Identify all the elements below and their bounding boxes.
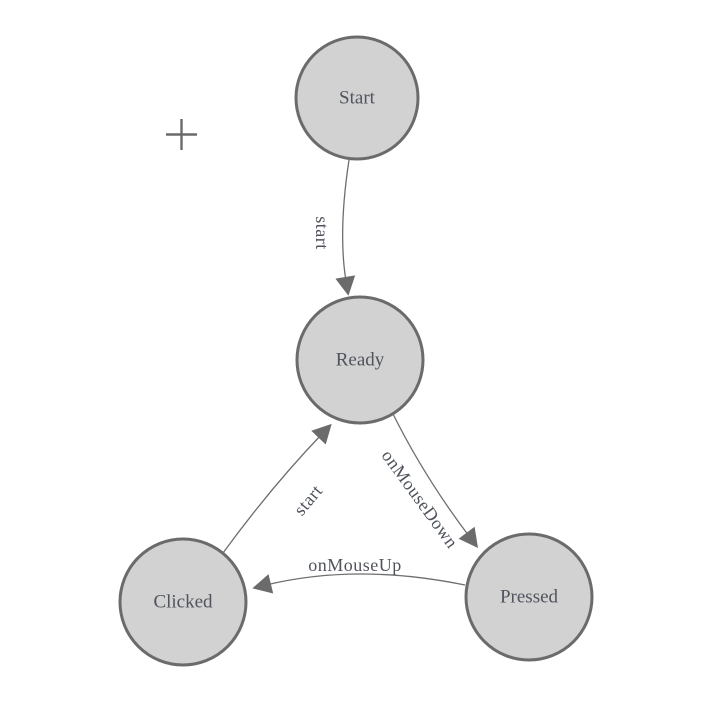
node-ready-circle[interactable] xyxy=(295,295,425,425)
arrowhead-icon xyxy=(335,275,356,296)
node-pressed[interactable]: Pressed xyxy=(464,532,594,662)
arrowhead-icon xyxy=(252,574,274,594)
arrowhead-icon xyxy=(458,526,478,548)
edge-label-start: start xyxy=(312,216,332,250)
edge-start-to-ready[interactable]: start xyxy=(312,159,356,296)
node-pressed-circle[interactable] xyxy=(464,532,594,662)
edge-line[interactable] xyxy=(341,159,350,282)
arrowhead-icon xyxy=(311,423,332,445)
node-ready-label: Ready xyxy=(336,350,385,371)
edge-line[interactable] xyxy=(265,573,466,586)
node-clicked-circle[interactable] xyxy=(118,537,248,667)
node-start-circle[interactable] xyxy=(294,35,420,161)
edge-label-onmouseup: onMouseUp xyxy=(308,555,402,575)
edge-clicked-to-ready[interactable]: start xyxy=(222,423,332,554)
node-start[interactable]: Start xyxy=(294,35,420,161)
crosshair-cursor-icon xyxy=(166,119,197,150)
node-start-label: Start xyxy=(339,88,376,109)
node-ready[interactable]: Ready xyxy=(295,295,425,425)
edge-line[interactable] xyxy=(222,433,323,554)
node-clicked[interactable]: Clicked xyxy=(118,537,248,667)
edge-ready-to-pressed[interactable]: onMouseDown xyxy=(378,413,478,552)
node-clicked-label: Clicked xyxy=(153,592,213,613)
edge-label-onmousedown: onMouseDown xyxy=(378,446,463,552)
edge-pressed-to-clicked[interactable]: onMouseUp xyxy=(252,555,466,594)
node-pressed-label: Pressed xyxy=(500,587,559,608)
edge-label-start-2: start xyxy=(290,481,327,520)
edge-line[interactable] xyxy=(392,413,470,537)
